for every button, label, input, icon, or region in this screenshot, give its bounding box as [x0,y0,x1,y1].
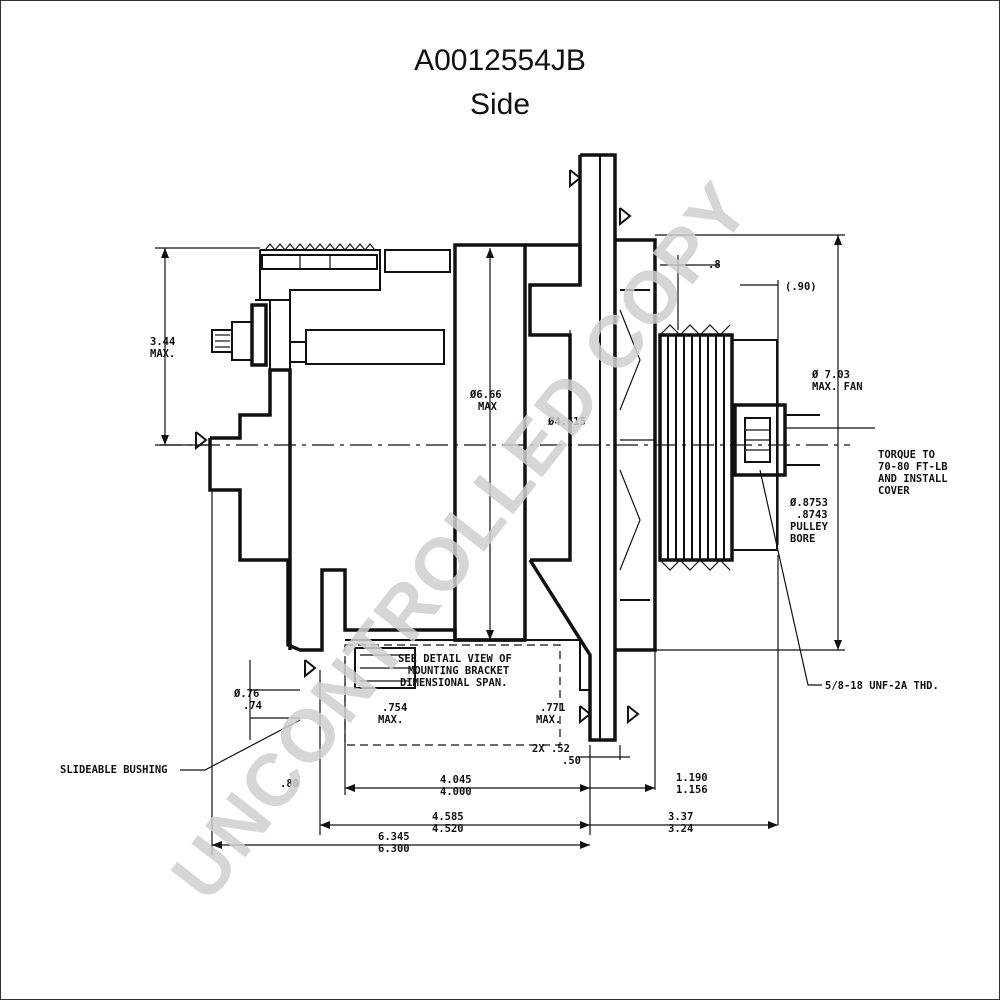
pulley [658,324,778,571]
label-90: (.90) [785,281,817,293]
label-52-a: 2X .52 [532,743,570,755]
label-337-a: 3.37 [668,811,693,823]
label-4585-b: 4.520 [432,823,464,835]
label-torque-d: COVER [878,485,910,497]
label-fan-b: MAX. FAN [812,381,863,393]
label-4045-a: 4.045 [440,774,472,786]
label-thread: 5/8-18 UNF-2A THD. [825,680,939,692]
label-torque-a: TORQUE TO [878,449,935,461]
label-detail-a: SEE DETAIL VIEW OF [398,653,512,665]
label-detail-b: MOUNTING BRACKET [408,665,509,677]
arrow-heads [161,235,842,849]
rear-housing [208,243,525,652]
label-bore-a: Ø.8753 [789,497,828,509]
label-4045-b: 4.000 [440,786,472,798]
label-80: .80 [280,778,299,790]
label-4585-a: 4.585 [432,811,464,823]
label-76-b: .74 [243,700,262,712]
label-76-a: Ø.76 [233,688,259,700]
label-771-a: .771 [540,702,565,714]
label-bore-c: PULLEY [790,521,829,533]
label-bushing: SLIDEABLE BUSHING [60,764,167,776]
datum-markers [195,169,640,725]
dimension-lines [155,234,875,855]
view-subtitle: Side [469,88,531,121]
label-666-b: MAX [478,401,498,413]
label-detail-c: DIMENSIONAL SPAN. [400,677,507,689]
label-754-a: .754 [382,702,407,714]
label-8: .8 [708,259,721,271]
label-344-b: MAX. [150,348,175,360]
label-666-a: Ø6.66 [469,389,502,401]
label-754-b: MAX. [378,714,403,726]
label-615: Ø4.615 [547,416,586,428]
label-344-a: 3.44 [150,336,175,348]
label-bore-d: BORE [790,533,815,545]
label-6345-b: 6.300 [378,843,410,855]
uncontrolled-copy-watermark: UNCONTROLLED COPY [155,166,765,914]
dimension-labels: 3.44 MAX. Ø6.66 MAX Ø4.615 .8 (.90) Ø 7.… [60,259,948,855]
label-1190-a: 1.190 [676,772,708,784]
label-52-b: .50 [562,755,581,767]
label-fan-a: Ø 7.03 [811,369,850,381]
label-337-b: 3.24 [668,823,693,835]
label-torque-c: AND INSTALL [878,473,948,485]
label-6345-a: 6.345 [378,831,410,843]
label-1190-b: 1.156 [676,784,708,796]
shaft-nut [733,403,820,477]
part-number-title: A0012554JB [414,44,586,77]
label-torque-b: 70-80 FT-LB [878,461,948,473]
label-bore-b: .8743 [796,509,828,521]
label-771-b: MAX. [536,714,561,726]
